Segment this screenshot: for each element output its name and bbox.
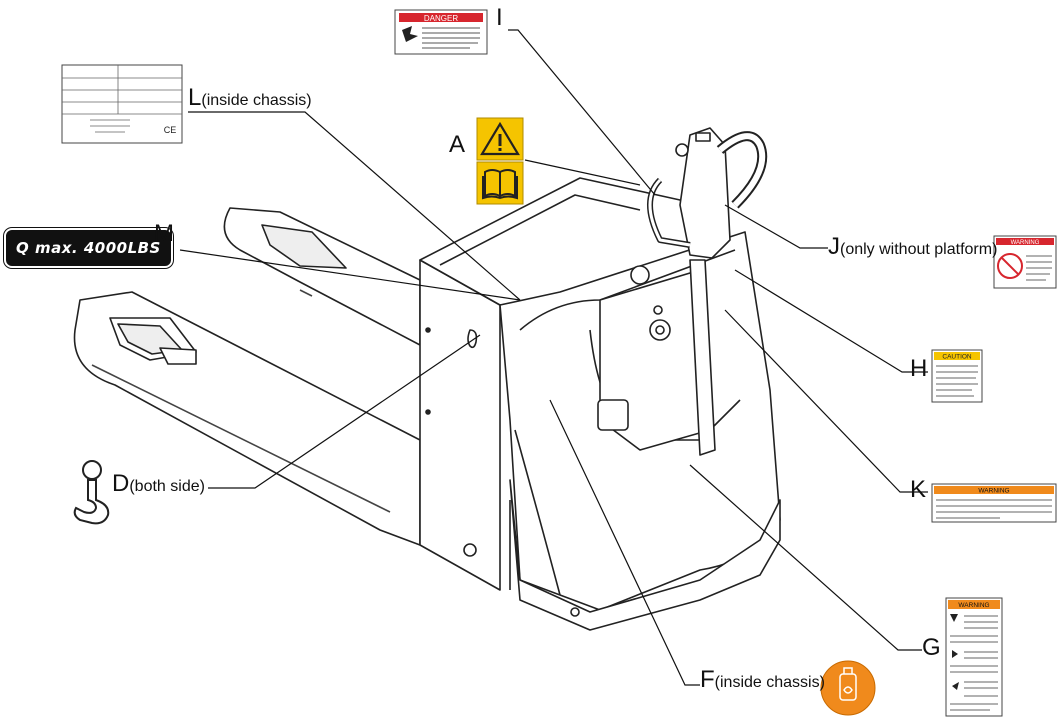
label-f: F(inside chassis) [700, 666, 825, 694]
label-d-letter: D [112, 470, 130, 497]
lifting-hook-icon [73, 460, 110, 525]
warning-k-header: WARNING [978, 488, 1009, 495]
leader-A [524, 159, 641, 186]
caution-decal: CAUTION [931, 349, 983, 403]
danger-decal: DANGER [394, 9, 488, 55]
label-h-letter: H [910, 355, 928, 382]
label-k-letter: K [910, 476, 927, 503]
label-f-note: (inside chassis) [714, 674, 825, 691]
warning-decal-k: WARNING [931, 483, 1057, 523]
label-j-letter: J [828, 233, 840, 260]
warning-j-header: WARNING [1011, 240, 1040, 246]
leader-lines [179, 29, 928, 686]
label-h: H [910, 355, 927, 383]
label-l-note: (inside chassis) [201, 92, 312, 109]
leader-D [208, 334, 481, 489]
leader-I [508, 29, 656, 196]
label-a: A [449, 131, 465, 159]
label-a-letter: A [449, 131, 466, 158]
fuel-decal [820, 660, 876, 716]
danger-header: DANGER [424, 14, 458, 23]
label-l-letter: L [188, 84, 202, 111]
leader-M [179, 249, 521, 301]
label-j-note: (only without platform) [840, 241, 998, 258]
label-g-letter: G [922, 634, 941, 661]
label-m: M [154, 220, 174, 248]
truck-drawing [73, 127, 781, 631]
label-i: I [496, 4, 503, 32]
leader-J [724, 204, 828, 249]
decal-a-group [476, 117, 524, 205]
label-j: J(only without platform) [828, 233, 997, 261]
label-i-letter: I [496, 4, 503, 31]
label-f-letter: F [700, 666, 715, 693]
label-d: D(both side) [112, 470, 205, 498]
leader-F [549, 399, 700, 686]
warning-decal-j: WARNING [993, 235, 1057, 289]
leader-K [724, 309, 928, 493]
leader-L [188, 111, 521, 301]
caution-header: CAUTION [942, 354, 972, 361]
label-m-letter: M [154, 220, 174, 247]
label-g: G [922, 634, 941, 662]
nameplate-decal: CE [61, 64, 183, 144]
warning-g-header: WARNING [958, 602, 989, 609]
ce-mark: CE [164, 125, 177, 135]
leader-G [689, 464, 922, 651]
warning-decal-g: WARNING [945, 597, 1003, 717]
label-d-note: (both side) [129, 478, 205, 495]
label-l: L(inside chassis) [188, 84, 312, 112]
capacity-badge: Q max. 4000LBS [4, 228, 173, 268]
manual-book-icon [482, 169, 518, 200]
label-k: K [910, 476, 926, 504]
leader-H [734, 269, 928, 373]
fuel-tank-icon [839, 667, 857, 701]
